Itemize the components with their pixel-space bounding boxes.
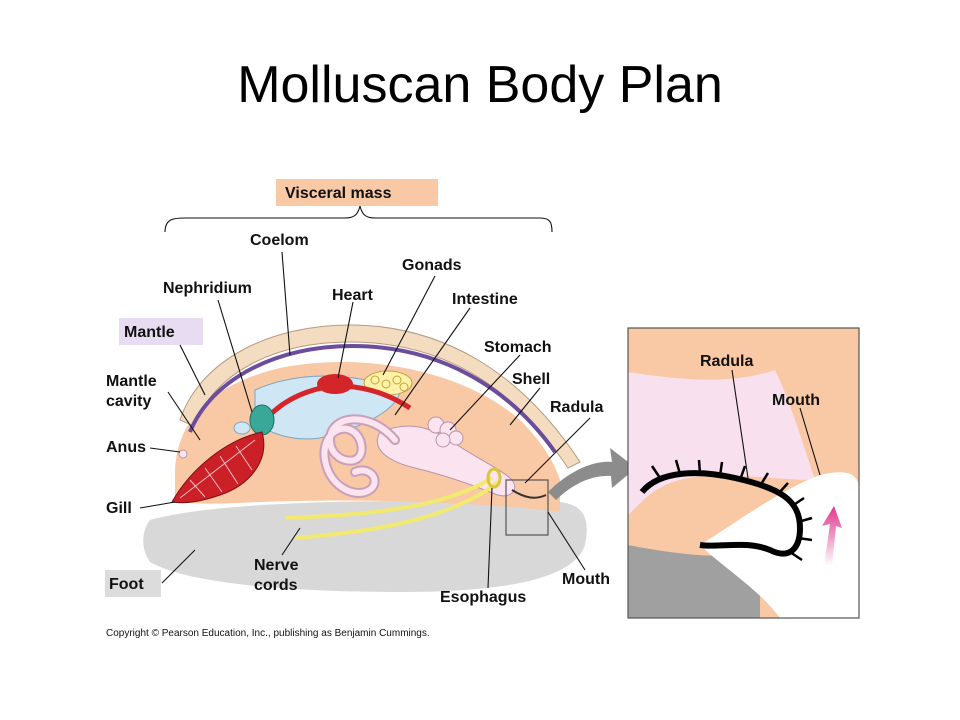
visceral-mass-label-bg (276, 179, 438, 206)
label-heart: Heart (332, 287, 374, 304)
label-foot: Foot (109, 576, 144, 593)
radula-zoom-box (505, 479, 549, 536)
label-anus: Anus (106, 439, 146, 456)
nephridium-shape (249, 404, 275, 436)
visceral-mass-brace (164, 205, 553, 233)
label-nephridium: Nephridium (163, 280, 252, 297)
foot-label-bg (105, 570, 161, 597)
label-mantle: Mantle (124, 324, 175, 341)
digestive-gland (427, 416, 464, 448)
label-intestine: Intestine (452, 291, 518, 308)
label-shell: Shell (512, 371, 550, 388)
shell-shape (179, 324, 581, 469)
movement-arrow (822, 506, 842, 566)
label-mouth: Mouth (562, 571, 610, 588)
label-radula: Radula (550, 399, 603, 416)
label-nerve-cords-line1: Nerve (254, 557, 299, 574)
label-gill: Gill (106, 500, 132, 517)
mantle-label-bg (119, 318, 203, 345)
heart-shape (317, 374, 353, 394)
slide-title: Molluscan Body Plan (237, 56, 723, 114)
label-visceral-mass: Visceral mass (285, 185, 392, 202)
foot-shape (143, 500, 587, 592)
label-gonads: Gonads (402, 257, 462, 274)
anus-opening (178, 449, 188, 459)
label-inset-radula: Radula (700, 353, 753, 370)
label-mantle-cavity-line2: cavity (106, 393, 151, 410)
label-mantle-cavity-line1: Mantle (106, 373, 157, 390)
mantle-line (188, 343, 557, 454)
label-inset-mouth: Mouth (772, 392, 820, 409)
copyright-text: Copyright © Pearson Education, Inc., pub… (106, 628, 430, 639)
label-nerve-cords-line2: cords (254, 577, 298, 594)
leader-lines (139, 251, 821, 589)
zoom-arrow (548, 448, 636, 500)
label-stomach: Stomach (484, 339, 552, 356)
label-esophagus: Esophagus (440, 589, 526, 606)
radula-inset (627, 327, 860, 619)
nerve-cords (284, 476, 494, 520)
label-coelom: Coelom (250, 232, 309, 249)
